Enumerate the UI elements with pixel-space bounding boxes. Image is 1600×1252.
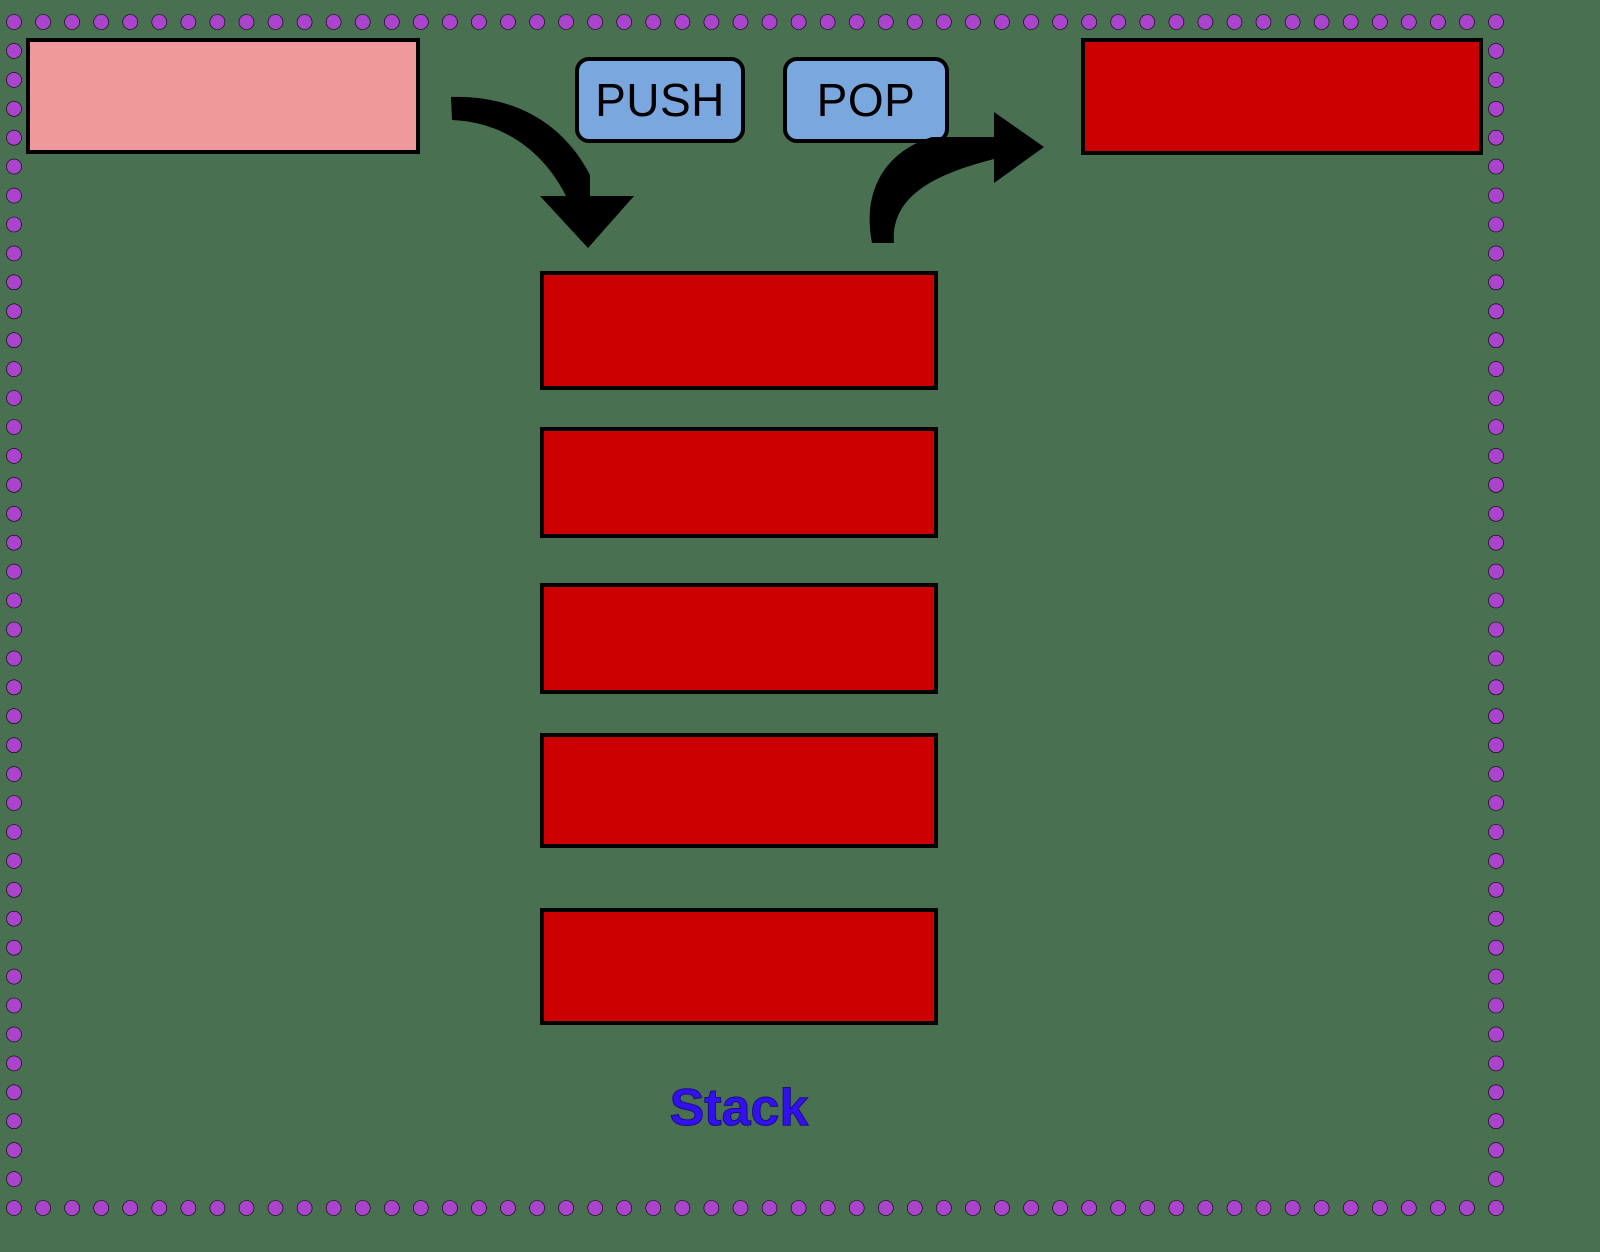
output-element-box[interactable] [1081,38,1483,155]
stack-bar[interactable] [540,583,938,694]
push-button[interactable]: PUSH [575,57,745,143]
stack-caption-label: Stack [669,1079,809,1138]
pop-button[interactable]: POP [783,57,949,143]
stack-bar[interactable] [540,271,938,390]
stack-bar[interactable] [540,427,938,538]
input-element-box[interactable] [26,38,420,154]
stack-bar[interactable] [540,733,938,848]
stack-bar[interactable] [540,908,938,1025]
